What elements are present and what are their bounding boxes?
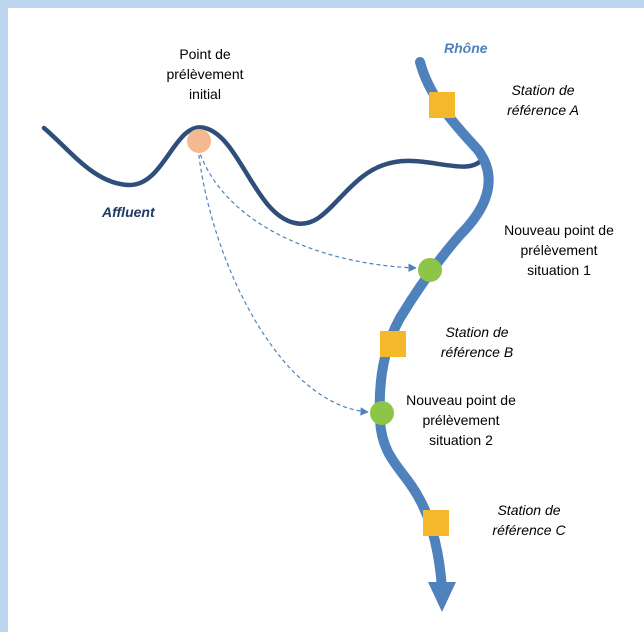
station-a-label: Station de référence A xyxy=(507,82,579,118)
station-b-marker xyxy=(380,331,406,357)
diagram-canvas: Rhône Affluent Point de prélèvement init… xyxy=(8,8,644,632)
main-river-arrowhead xyxy=(428,582,456,612)
new-point-2-marker xyxy=(370,401,394,425)
new-point-1-marker xyxy=(418,258,442,282)
new-point-1-label: Nouveau point de prélèvement situation 1 xyxy=(504,222,614,278)
dashed-arrow-situation-1 xyxy=(197,147,417,272)
main-river xyxy=(374,57,494,595)
new-point-2-label: Nouveau point de prélèvement situation 2 xyxy=(406,392,516,448)
dashed-arrow-situation-2 xyxy=(197,147,369,416)
rhone-label: Rhône xyxy=(444,40,488,56)
affluent-label: Affluent xyxy=(102,204,155,220)
initial-point-label: Point de prélèvement initial xyxy=(166,46,244,102)
station-c-marker xyxy=(423,510,449,536)
diagram-svg xyxy=(41,57,494,612)
initial-point-marker xyxy=(187,129,211,153)
station-a-marker xyxy=(429,92,455,118)
station-b-label: Station de référence B xyxy=(440,324,514,360)
tributary-river xyxy=(41,125,486,226)
station-c-label: Station de référence C xyxy=(492,502,566,538)
